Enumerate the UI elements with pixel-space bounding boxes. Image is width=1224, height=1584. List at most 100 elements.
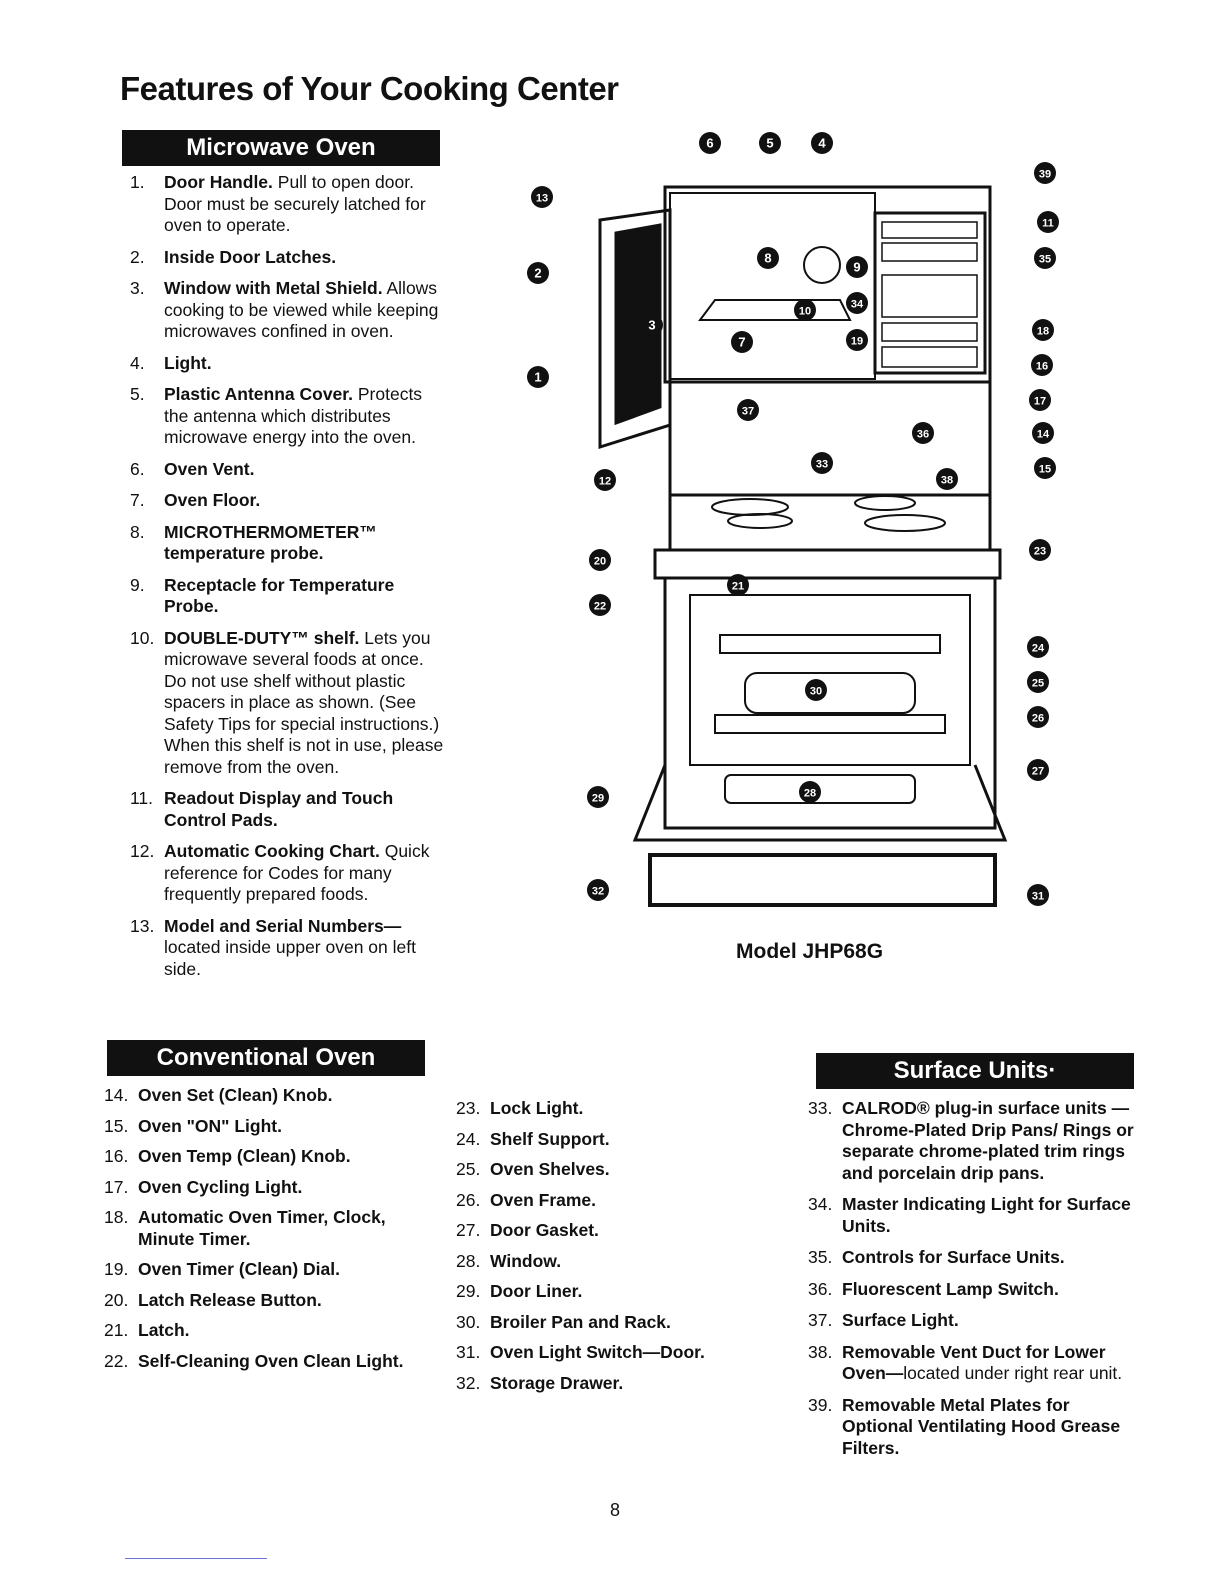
feature-number: 24.: [456, 1128, 481, 1149]
feature-number: 25.: [456, 1159, 481, 1179]
feature-number: 20.: [104, 1289, 129, 1310]
callout-number: 5: [766, 136, 773, 151]
feature-item: 27.Door Gasket.: [456, 1220, 756, 1242]
callout-badge: 6: [699, 132, 721, 154]
feature-name: Oven Set (Clean) Knob.: [138, 1085, 333, 1105]
callout-badge: 7: [731, 331, 753, 353]
callout-badge: 27: [1027, 759, 1049, 781]
model-caption: Model JHP68G: [736, 940, 884, 963]
callout-badge: 37: [737, 399, 759, 421]
callout-number: 35: [1039, 254, 1051, 266]
feature-item: 13.Model and Serial Numbers—located insi…: [130, 916, 450, 981]
callout-badge: 19: [846, 329, 868, 351]
feature-name: Storage Drawer.: [490, 1372, 624, 1393]
callout-number: 30: [810, 686, 822, 698]
feature-number: 5.: [130, 384, 145, 404]
feature-name: Broiler Pan and Rack.: [490, 1311, 671, 1332]
callout-badge: 15: [1034, 457, 1056, 479]
feature-item: 11.Readout Display and Touch Control Pad…: [130, 788, 450, 831]
footer-rule: [125, 1558, 267, 1559]
feature-number: 38.: [808, 1341, 833, 1362]
callout-badge: 9: [846, 256, 868, 278]
feature-number: 31.: [456, 1342, 481, 1362]
feature-number: 21.: [104, 1320, 129, 1340]
feature-item: 23.Lock Light.: [456, 1098, 756, 1120]
feature-number: 15.: [104, 1115, 129, 1136]
feature-name: Oven Frame.: [490, 1189, 597, 1210]
surface-feature-list: 33.CALROD® plug-in surface units —Chrome…: [808, 1098, 1138, 1469]
feature-name: Surface Light.: [842, 1310, 959, 1330]
page-number: 8: [610, 1500, 621, 1520]
feature-number: 19.: [104, 1259, 129, 1279]
feature-name: Oven Timer (Clean) Dial.: [138, 1259, 340, 1279]
callout-badge: 35: [1034, 247, 1056, 269]
feature-number: 10.: [130, 627, 155, 648]
callout-badge: 32: [587, 879, 609, 901]
callout-badge: 18: [1032, 319, 1054, 341]
feature-name: Lock Light.: [490, 1098, 584, 1118]
feature-name: Shelf Support.: [490, 1128, 610, 1149]
feature-name: Window with Metal Shield.: [164, 278, 383, 298]
feature-item: 28.Window.: [456, 1251, 756, 1273]
feature-item: 33.CALROD® plug-in surface units —Chrome…: [808, 1098, 1138, 1184]
feature-item: 6. Oven Vent.: [130, 459, 450, 481]
callout-number: 13: [536, 193, 548, 205]
feature-number: 8.: [130, 521, 145, 542]
feature-item: 22.Self-Cleaning Oven Clean Light.: [104, 1351, 434, 1373]
feature-description: Quick reference for Codes for many frequ…: [164, 841, 430, 904]
callout-badge: 8: [757, 247, 779, 269]
feature-item: 35.Controls for Surface Units.: [808, 1247, 1138, 1269]
callout-badge: 20: [589, 549, 611, 571]
callout-badge: 38: [936, 468, 958, 490]
callout-number: 20: [594, 556, 606, 568]
callout-number: 27: [1032, 766, 1044, 778]
feature-name: Readout Display and Touch Control Pads.: [164, 788, 394, 830]
callout-number: 26: [1032, 713, 1044, 725]
callout-badge: 3: [641, 314, 663, 336]
callout-badge: 30: [805, 679, 827, 701]
callout-badge: 4: [811, 132, 833, 154]
callout-badge: 34: [846, 292, 868, 314]
feature-name: Oven Floor.: [164, 490, 261, 510]
feature-number: 22.: [104, 1350, 129, 1371]
callout-number: 38: [941, 475, 953, 487]
callout-number: 37: [742, 406, 754, 418]
feature-item: 5.Plastic Antenna Cover. Protects the an…: [130, 384, 450, 449]
callout-number: 14: [1037, 429, 1050, 441]
callout-badge: 28: [799, 781, 821, 803]
feature-name: Light.: [164, 352, 212, 373]
callout-badge: 36: [912, 422, 934, 444]
callout-number: 8: [764, 251, 771, 266]
feature-name: Inside Door Latches.: [164, 246, 337, 267]
callout-badge: 16: [1031, 354, 1053, 376]
feature-name: MICROTHERMOMETER™ temperature probe.: [164, 521, 377, 564]
feature-name: Oven Vent.: [164, 458, 255, 479]
callout-badge: 17: [1029, 389, 1051, 411]
feature-item: 2.Inside Door Latches.: [130, 247, 450, 269]
section-header-microwave: Microwave Oven: [122, 130, 440, 166]
feature-name: DOUBLE-DUTY™ shelf.: [164, 627, 360, 648]
feature-item: 4.Light.: [130, 353, 450, 375]
callout-badge: 31: [1027, 884, 1049, 906]
callout-number: 36: [917, 429, 929, 441]
callout-badge: 25: [1027, 671, 1049, 693]
callout-number: 31: [1032, 891, 1044, 903]
feature-number: 28.: [456, 1250, 481, 1271]
feature-item: 20.Latch Release Button.: [104, 1290, 434, 1312]
callout-number: 1: [534, 370, 541, 385]
callout-number: 4: [818, 136, 826, 151]
callout-number: 2: [534, 266, 541, 281]
feature-item: 32.Storage Drawer.: [456, 1373, 756, 1395]
feature-name: Door Handle.: [164, 172, 273, 192]
callout-number: 15: [1039, 464, 1051, 476]
callout-badge: 23: [1029, 539, 1051, 561]
feature-number: 6.: [130, 458, 145, 479]
feature-name: Automatic Oven Timer, Clock, Minute Time…: [138, 1207, 386, 1249]
feature-description: located inside upper oven on left side.: [164, 937, 416, 979]
feature-number: 12.: [130, 841, 155, 861]
feature-item: 39.Removable Metal Plates for Optional V…: [808, 1395, 1138, 1460]
feature-item: 9.Receptacle for Temperature Probe.: [130, 575, 450, 618]
feature-item: 15.Oven "ON" Light.: [104, 1116, 434, 1138]
feature-item: 31.Oven Light Switch—Door.: [456, 1342, 756, 1364]
feature-name: Door Liner.: [490, 1281, 583, 1301]
